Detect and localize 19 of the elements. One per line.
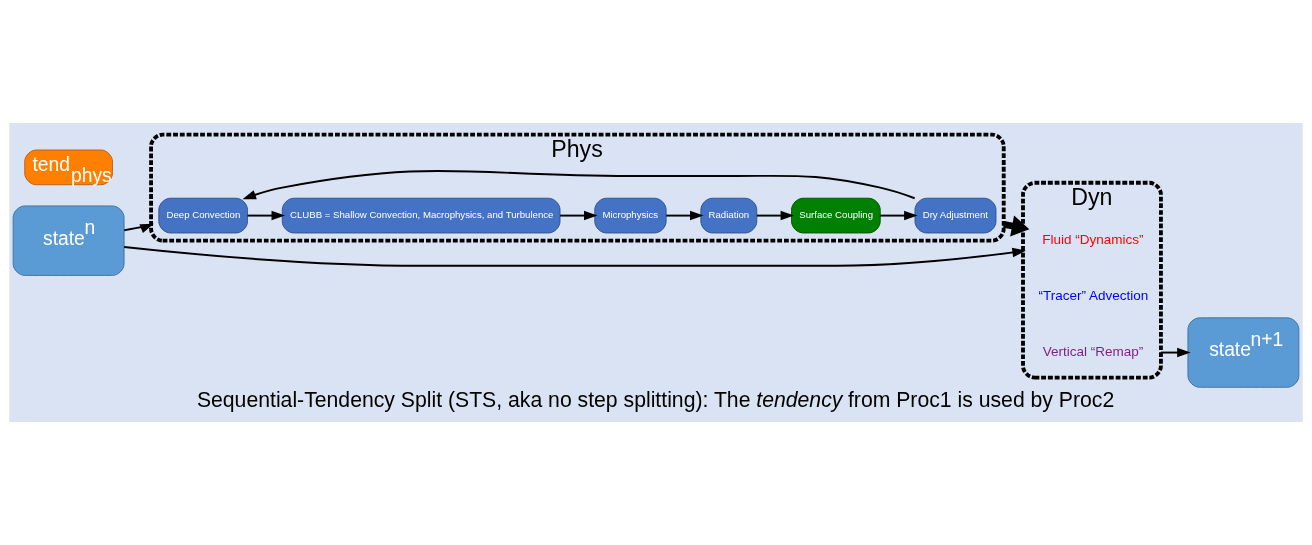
arrow xyxy=(665,210,704,221)
node-text: Fluid “Dynamics” xyxy=(1042,232,1144,248)
node-box: Dry Adjustment xyxy=(914,197,997,234)
node-box: Microphysics xyxy=(594,197,667,234)
node-box: Radiation xyxy=(700,197,758,234)
arrow xyxy=(879,210,918,221)
arrow xyxy=(242,170,916,200)
arrow xyxy=(755,210,795,221)
arrow xyxy=(246,210,286,221)
arrow xyxy=(1159,347,1191,358)
arrow xyxy=(123,246,1026,267)
node-box: Surface Coupling xyxy=(791,197,881,234)
node-text: Vertical “Remap” xyxy=(1042,344,1144,360)
node-text: “Tracer” Advection xyxy=(1038,288,1149,304)
caption: Sequential-Tendency Split (STS, aka no step splitting): The tendency from Proc1 is used by Proc2 xyxy=(196,388,1115,412)
node-box: CLUBB = Shallow Convection, Macrophysics, and Turbulence xyxy=(281,197,561,234)
arrow xyxy=(559,210,598,221)
arrow xyxy=(123,223,154,234)
node-box: Deep Convection xyxy=(158,197,248,234)
